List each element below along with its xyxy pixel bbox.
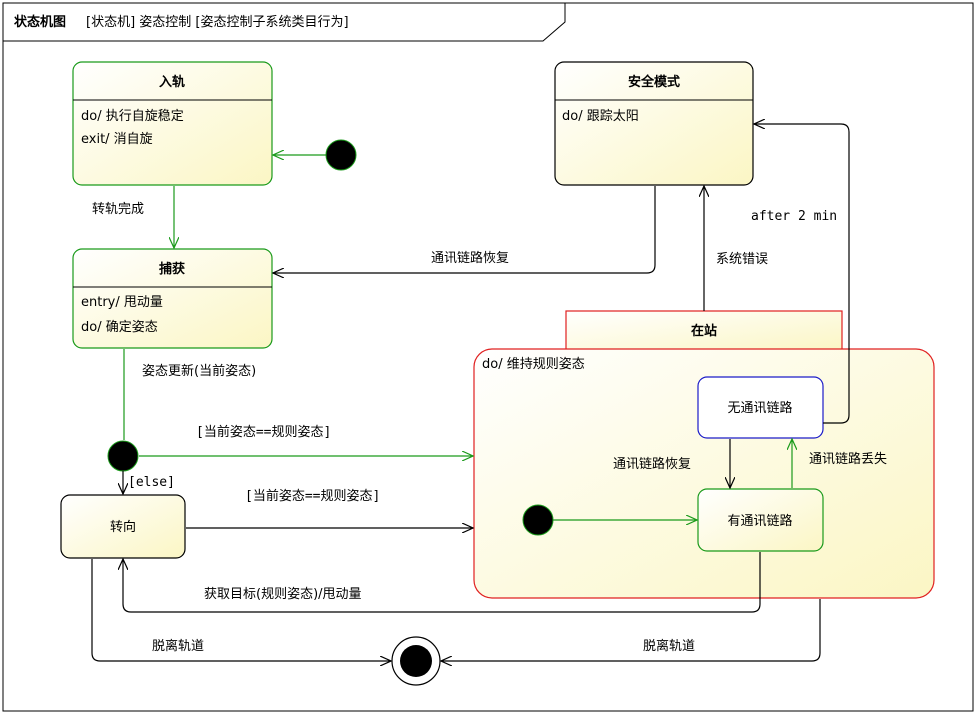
header-title: [状态机] 姿态控制 [姿态控制子系统类目行为] — [86, 14, 349, 30]
state-capture-action-entry: entry/ 甩动量 — [81, 295, 163, 310]
label-link-restored-inner: 通讯链路恢复 — [613, 456, 691, 472]
state-safe-mode-action-do: do/ 跟踪太阳 — [562, 109, 639, 124]
transition-haslink-to-turning[interactable] — [123, 552, 761, 613]
state-orbit-entry-name: 入轨 — [159, 74, 185, 90]
initial-node-inner[interactable] — [522, 504, 554, 536]
final-node[interactable] — [391, 636, 441, 686]
label-system-error: 系统错误 — [716, 252, 768, 267]
transition-station-to-final[interactable] — [441, 599, 821, 661]
state-no-link[interactable]: 无通讯链路 — [697, 376, 824, 439]
choice-node[interactable] — [107, 440, 139, 472]
state-orbit-entry[interactable]: 入轨 do/ 执行自旋稳定 exit/ 消自旋 — [72, 61, 273, 186]
initial-node-top[interactable] — [325, 139, 357, 171]
state-turning[interactable]: 转向 — [60, 494, 186, 559]
transition-safe-to-capture[interactable] — [273, 186, 656, 273]
state-safe-mode-name: 安全模式 — [628, 74, 680, 90]
state-has-link[interactable]: 有通讯链路 — [697, 488, 824, 552]
state-capture-action-do: do/ 确定姿态 — [81, 319, 158, 335]
label-deorbit-right: 脱离轨道 — [643, 638, 695, 654]
label-deorbit-left: 脱离轨道 — [152, 638, 204, 654]
label-guard-equal-1: [当前姿态==规则姿态] — [196, 424, 331, 440]
transition-nolink-to-safe[interactable] — [754, 124, 850, 424]
label-guard-else: [else] — [128, 475, 175, 490]
state-turning-name: 转向 — [110, 519, 136, 535]
label-attitude-update: 姿态更新(当前姿态) — [142, 363, 256, 379]
transition-turning-to-final[interactable] — [91, 559, 391, 661]
state-has-link-name: 有通讯链路 — [727, 513, 792, 529]
state-no-link-name: 无通讯链路 — [727, 400, 792, 416]
label-after-2min: after 2 min — [751, 209, 837, 224]
state-orbit-entry-action-do: do/ 执行自旋稳定 — [81, 108, 184, 124]
label-orbit-done: 转轨完成 — [92, 202, 144, 217]
state-orbit-entry-action-exit: exit/ 消自旋 — [81, 132, 153, 147]
header-kind: 状态机图 — [14, 14, 66, 30]
state-capture[interactable]: 捕获 entry/ 甩动量 do/ 确定姿态 — [72, 248, 273, 349]
header-tab — [3, 3, 566, 42]
state-on-station-action-do: do/ 维持规则姿态 — [482, 356, 585, 372]
label-link-restored-top: 通讯链路恢复 — [431, 250, 509, 266]
label-link-lost: 通讯链路丢失 — [809, 451, 887, 467]
state-capture-name: 捕获 — [159, 261, 185, 277]
label-get-target: 获取目标(规则姿态)/甩动量 — [204, 586, 362, 602]
state-safe-mode[interactable]: 安全模式 do/ 跟踪太阳 — [554, 61, 754, 186]
label-guard-equal-2: [当前姿态==规则姿态] — [245, 488, 380, 504]
state-on-station-name: 在站 — [691, 323, 717, 339]
